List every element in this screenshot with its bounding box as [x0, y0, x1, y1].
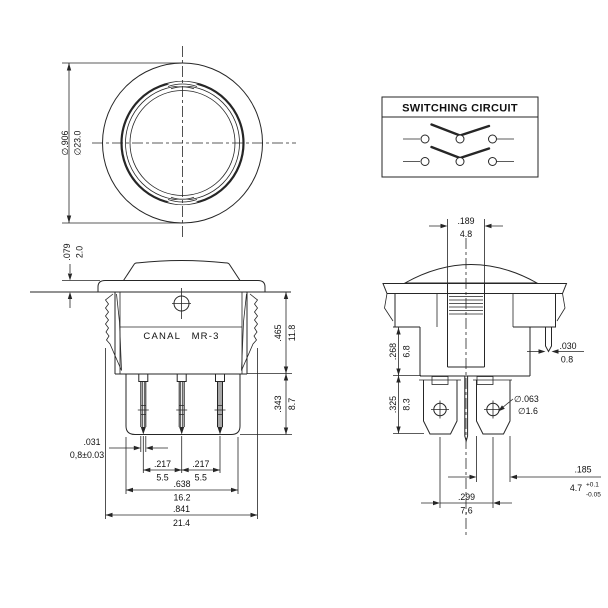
dim-upper-body-height-mm: 6.8 — [402, 345, 412, 357]
dim-flange-thickness-inch: .079 — [62, 243, 72, 260]
dim-terminal-width-tol-minus: -0.05 — [586, 492, 601, 499]
dim-clip-thickness: .030 0.8 — [527, 341, 584, 365]
dim-pitch-left-inch: .217 — [154, 459, 171, 469]
lower-housing — [125, 374, 241, 435]
right-clip — [241, 293, 259, 371]
flange-side — [382, 283, 568, 294]
circuit-title: SWITCHING CIRCUIT — [402, 103, 518, 115]
rocker-dome — [403, 264, 539, 284]
dim-overall-width-mm: 21.4 — [173, 518, 190, 528]
dim-terminal-width-inch: .185 — [574, 465, 591, 475]
dim-diameter: ∅.906 ∅23.0 — [60, 62, 182, 224]
snap-tab — [545, 327, 552, 353]
mid-body-side — [419, 283, 552, 377]
dim-terminal-spacing: .299 7.6 — [421, 437, 512, 516]
dim-body-height-mm: 11.8 — [287, 325, 297, 342]
dim-pitch-right-mm: 5.5 — [195, 473, 207, 483]
dim-terminal-length-inch: .343 — [273, 395, 283, 412]
dim-terminal-width-tol-plus: +0.1 — [586, 482, 599, 489]
dim-body-width: .638 16.2 — [125, 437, 239, 503]
upper-body-side — [384, 293, 566, 328]
dim-terminal-width-mm: 4.7 — [570, 483, 582, 493]
dim-hole-diameter-mm: ∅1.6 — [518, 406, 538, 416]
dim-terminal-width: .185 4.7 +0.1 -0.05 — [448, 436, 601, 499]
dim-terminal-thickness-mm: 0,8±0.03 — [70, 450, 104, 460]
dim-actuator-width-mm: 4.8 — [460, 229, 472, 239]
circuit-pole-1 — [403, 123, 514, 144]
dim-upper-body-height: .268 6.8 — [388, 327, 421, 376]
dim-pitch-right-inch: .217 — [192, 459, 209, 469]
lug-right — [476, 380, 511, 435]
front-view: CANAL MR-3 .079 — [30, 243, 297, 528]
terminal-3 — [214, 374, 226, 435]
dim-terminal-thickness-inch: .031 — [83, 437, 100, 447]
dim-terminal-height: .325 8.3 — [388, 375, 424, 434]
terminal-2 — [176, 374, 188, 435]
dim-terminal-height-mm: 8.3 — [402, 398, 412, 410]
dim-overall-width: .841 21.4 — [105, 348, 258, 528]
circuit-pole-2 — [403, 145, 514, 166]
side-view: .189 4.8 .030 0.8 .268 6.8 .325 8.3 — [382, 216, 601, 535]
dim-body-height-inch: .465 — [273, 324, 283, 341]
dim-body-width-inch: .638 — [173, 479, 190, 489]
dim-terminal-spacing-inch: .299 — [458, 492, 475, 502]
dim-terminal-length-mm: 8.7 — [287, 398, 297, 410]
dim-diameter-inch: ∅.906 — [60, 131, 70, 156]
dim-terminal-height-inch: .325 — [388, 396, 398, 413]
dim-overall-width-inch: .841 — [173, 504, 190, 514]
switching-circuit-box: SWITCHING CIRCUIT — [381, 96, 539, 178]
dim-upper-body-height-inch: .268 — [388, 343, 398, 360]
dim-actuator-width-inch: .189 — [457, 216, 474, 226]
terminal-lugs — [419, 376, 512, 443]
left-clip — [104, 293, 122, 371]
dim-terminal-pitch: .217 5.5 .217 5.5 — [142, 436, 221, 483]
dim-clip-thickness-inch: .030 — [559, 341, 576, 351]
dim-terminal-spacing-mm: 7.6 — [460, 506, 472, 516]
terminal-1 — [137, 374, 149, 435]
top-round-view: ∅.906 ∅23.0 — [60, 46, 296, 240]
dim-terminal-length: .343 8.7 — [273, 373, 297, 435]
rocker-actuator — [122, 260, 241, 281]
lug-left — [423, 380, 458, 435]
dim-clip-thickness-mm: 0.8 — [561, 355, 573, 365]
mounting-flange — [97, 280, 266, 293]
dim-pitch-left-mm: 5.5 — [156, 473, 168, 483]
brand-label: CANAL MR-3 — [143, 331, 219, 342]
dim-diameter-mm: ∅23.0 — [73, 131, 83, 156]
dim-flange-thickness-mm: 2.0 — [75, 246, 85, 258]
dim-flange-thickness: .079 2.0 — [62, 243, 100, 308]
clip-legs — [384, 293, 566, 322]
dim-actuator-width: .189 4.8 — [429, 216, 503, 283]
dim-terminal-thickness: .031 0,8±0.03 — [70, 436, 168, 460]
dim-body-width-mm: 16.2 — [173, 493, 190, 503]
dim-body-height: .465 11.8 — [247, 292, 297, 374]
dim-hole-diameter: ∅.063 ∅1.6 — [498, 394, 539, 416]
dim-hole-diameter-inch: ∅.063 — [514, 394, 539, 404]
switch-body: CANAL MR-3 — [114, 288, 248, 375]
